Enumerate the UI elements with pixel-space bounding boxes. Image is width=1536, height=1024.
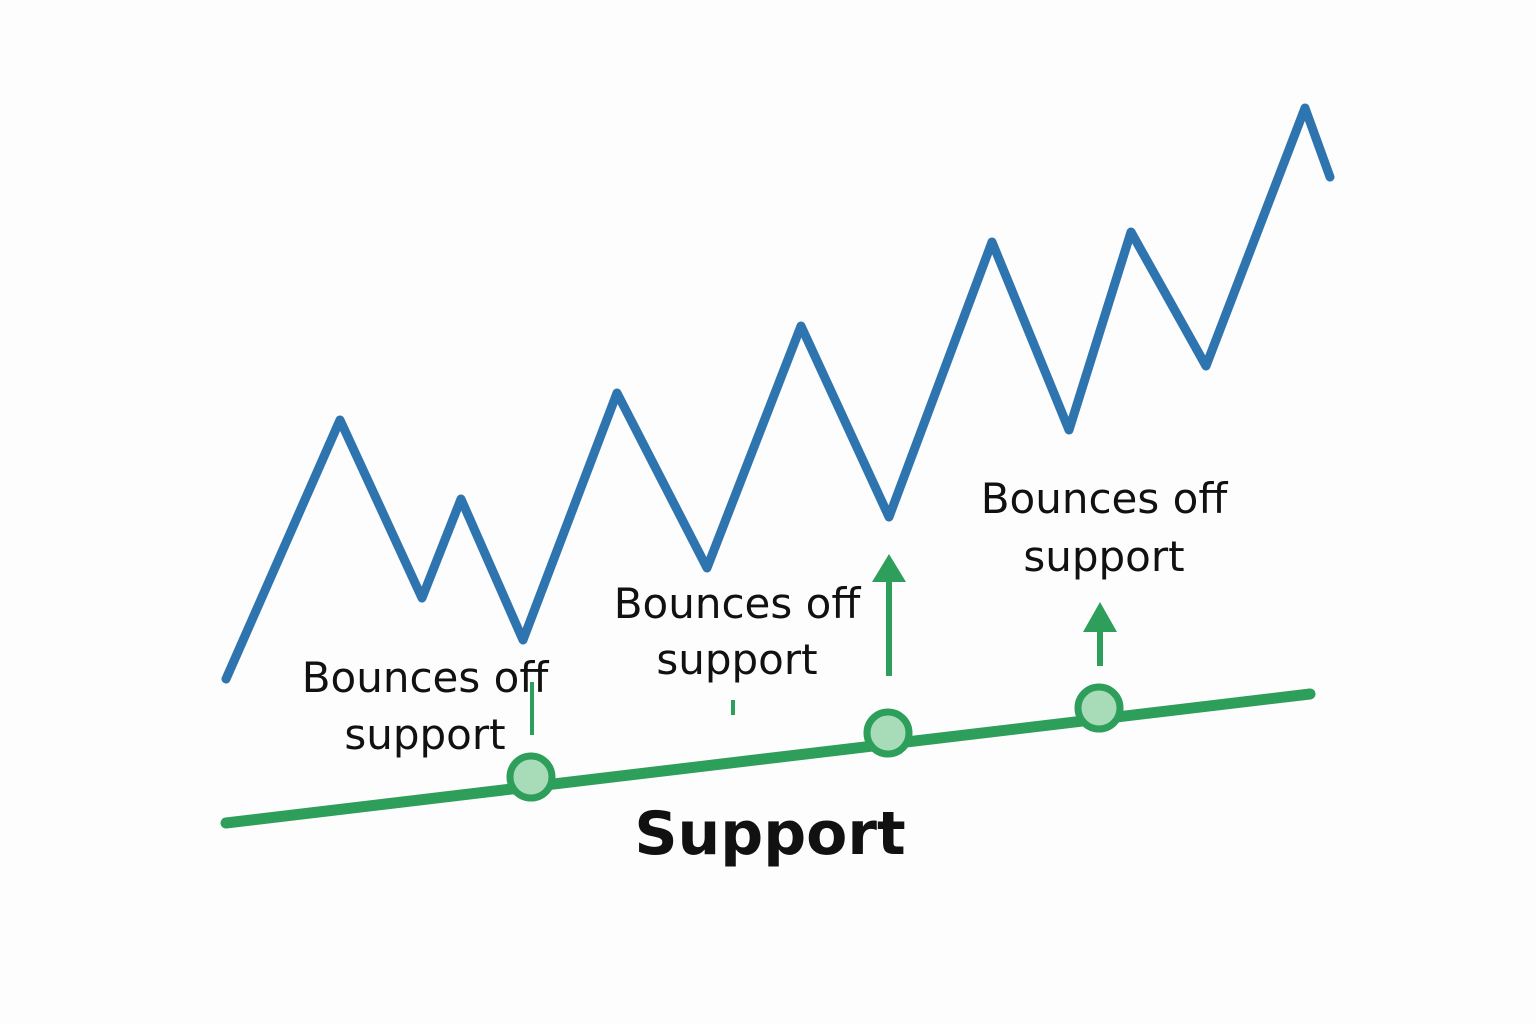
annotation-2-line2: support [656, 635, 817, 684]
annotation-1-line2: support [344, 710, 505, 759]
price-line [221, 103, 1335, 684]
annotation-2-line1: Bounces off [614, 579, 862, 628]
touch-point-1 [506, 752, 556, 802]
bounce-arrow-3 [1083, 602, 1117, 666]
annotation-1-line1: Bounces off [302, 653, 550, 702]
bounce-arrow-2 [872, 554, 906, 676]
annotation-3-line2: support [1023, 532, 1184, 581]
touch-point-3 [1074, 683, 1124, 733]
touch-point-2 [863, 708, 913, 758]
support-label: Support [634, 799, 905, 869]
annotation-3-line1: Bounces off [981, 474, 1229, 523]
support-line [220, 688, 1316, 829]
